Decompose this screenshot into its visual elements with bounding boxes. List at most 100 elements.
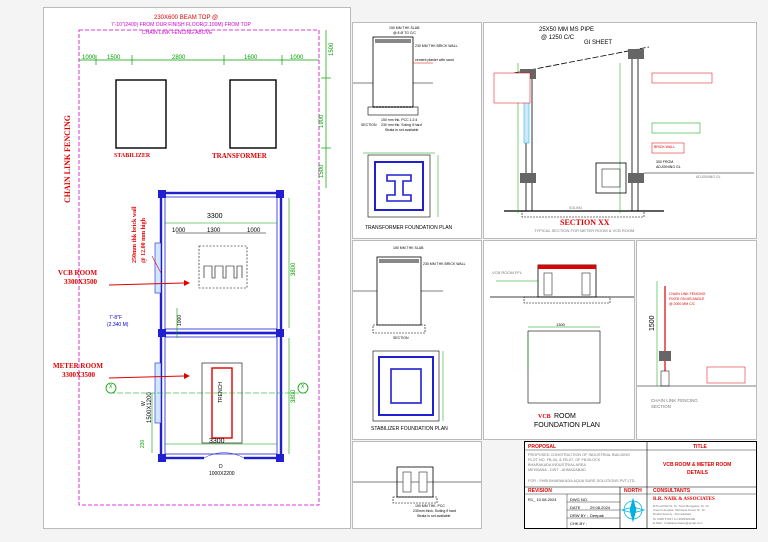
tb-title-2: DETAILS (687, 470, 709, 476)
tf-note-brick: 230 MM THK BRICK WALL (415, 44, 458, 48)
tf-note-pcc: 150 mm thk. PCC 1:2:4 (381, 118, 418, 122)
tf-note-slab: 150 MM THK SLAB (389, 26, 420, 30)
bottom-section-sheet: 150 MM THK. PCC 230mm thick. Soiling if … (352, 441, 482, 529)
fence-note-1: CHAIN LINK FENCING (669, 292, 706, 296)
chain-link-label: CHAIN LINK FENCING (63, 114, 72, 203)
st-note-brick: 230 MM THK BRICK WALL (423, 262, 466, 266)
gi-sheet-label: GI SHEET (584, 40, 613, 46)
dim-top-4: 1600 (244, 55, 258, 61)
st-note-slab: 150 MM THK SLAB (393, 246, 424, 250)
stabilizer-foundation-drawing (353, 256, 444, 422)
dim-1000-side: 1000 (177, 314, 183, 326)
vcb-dim-1300: 1300 (556, 322, 565, 327)
bs-note-1: 150 MM THK. PCC (415, 504, 445, 508)
beam-note-1: 230X600 BEAM TOP @ (154, 15, 219, 21)
trench-outline (201, 362, 243, 444)
tb-proposal-4: MEHSANA - DIST - AHMADABAD (528, 468, 586, 472)
section-mark-right: X (301, 384, 305, 390)
tb-for: FOR : SHRI BHARAKADA AQUA SURE SOLUTIONS… (528, 479, 636, 483)
fencing-section-drawing (637, 281, 756, 387)
tb-firm-addr-1: B-5,LAKSHYA, Nr. Town Bungalow, Nr. Dr. (653, 504, 710, 508)
tf-title: TRANSFORMER FOUNDATION PLAN (365, 225, 453, 231)
tf-note-strata: Strata is not available (385, 128, 419, 132)
level-label-1: 7'-8"F (109, 315, 123, 321)
meter-room-size: 3300X3500 (62, 371, 96, 379)
transformer-foundation-drawing (353, 36, 439, 218)
vcb-room-label: VCB ROOM (58, 269, 98, 277)
door-size: 1000X2200 (209, 471, 235, 477)
tf-note-slab-2: @ 8 Ø TG C/C (393, 31, 416, 35)
vcb-foundation-sheet: VCB ROOM FFL 1300 VCB ROOM FOUNDATION PL… (483, 240, 635, 440)
fence-title-2: SECTION (651, 404, 672, 409)
north-compass (620, 497, 646, 523)
vcb-panel (198, 245, 248, 289)
main-plan-sheet: 230X600 BEAM TOP @ 7'-10"(2400) FROM OUR… (43, 7, 351, 529)
fence-note-3: @ 2000 MM C/C (669, 302, 696, 306)
sx-note-brick: BRICK WALL (654, 145, 676, 149)
tb-proposal-3: BHARAKADA INDUSTRIAL AREA (528, 463, 586, 467)
bs-note-2: 230mm thick. Soiling if hard (413, 509, 456, 513)
section-xx-drawing (493, 46, 754, 218)
sx-note-adj-2: ADJOINING GL (696, 175, 721, 179)
sx-note-adj-1: ADJOINING GL (656, 165, 681, 169)
title-block: PROPOSAL PROPOSED CONSTRUCTION OF INDUST… (524, 441, 757, 529)
vcb-foundation-drawing (490, 264, 634, 404)
beam-note-3: CHAIN LINK FENCING ABOVE (142, 30, 213, 36)
trench-label: TRENCH (218, 382, 224, 403)
transformer-foundation-sheet: 150 MM THK SLAB @ 8 Ø TG C/C 230 MM THK … (352, 22, 482, 239)
dim-1300: 1300 (207, 228, 221, 234)
vcb-title-1: VCB (538, 414, 551, 420)
dim-3800-bot: 3800 (291, 389, 297, 403)
fence-boundary (78, 29, 320, 506)
wall-note-2: @ 12.00 mm high (141, 218, 147, 263)
tb-date-label: DATE (570, 505, 581, 510)
tb-rev-value: R1_ 10.08.2024 (528, 497, 557, 502)
tb-proposal-label: PROPOSAL (528, 444, 557, 450)
stabilizer-block (115, 79, 167, 149)
dim-1000-b: 1000 (247, 228, 261, 234)
vcb-title-3: FOUNDATION PLAN (534, 422, 600, 429)
fencing-section-sheet: 1500 CHAIN LINK FENCING FIXED ON MS ANGL… (636, 240, 757, 440)
sx-note-from: 300 FROM (656, 160, 674, 164)
tb-title-1: VCB ROOM & METER ROOM (663, 462, 732, 468)
section-xx-sheet: 25X50 MM MS PIPE @ 1250 C/C GI SHEET BRI… (483, 22, 757, 239)
vcb-ffl-label: VCB ROOM FFL (492, 270, 523, 275)
tb-proposal-2: PLOT NO. FB-04, & FB-07, OF FB BLOCK (528, 458, 601, 462)
dim-230: 230 (140, 439, 146, 448)
tb-revision-label: REVISION (528, 488, 552, 494)
tb-firm: R.R. NAIK & ASSOCIATES (653, 497, 715, 502)
pipe-note-2: @ 1250 C/C (541, 35, 575, 41)
tb-firm-mail: E-Mail : rrnaikassociates@gmail.com (653, 521, 703, 525)
tb-north-label: NORTH (624, 488, 642, 494)
transformer-label: TRANSFORMER (212, 152, 267, 160)
sx-note-soling: SOLING (569, 206, 583, 210)
dim-top-3: 2800 (172, 55, 186, 61)
stabilizer-foundation-sheet: 150 MM THK SLAB 230 MM THK BRICK WALL SE… (352, 240, 482, 440)
pipe-note-1: 25X50 MM MS PIPE (539, 27, 595, 33)
dim-top-1: 1000 (82, 55, 96, 61)
tb-chk-label: CHK.BY : (570, 521, 588, 526)
main-plan-drawing (78, 29, 331, 506)
tb-consultants-label: CONSULTANTS (653, 488, 691, 494)
level-label-2: (2.340 M) (107, 322, 129, 328)
tb-title-label: TITLE (693, 444, 707, 450)
section-xx-title: SECTION XX (560, 218, 610, 227)
dim-right-1: 1500 (329, 42, 335, 56)
section-xx-subtitle: TYPICAL SECTION FOR METER ROOM & VCB ROO… (534, 228, 635, 233)
tb-proposal-1: PROPOSED CONSTRUCTION OF INDUSTRIAL BUIL… (528, 453, 630, 457)
fence-title-1: CHAIN LINK FENCING (651, 398, 698, 403)
dim-1000-a: 1000 (172, 228, 186, 234)
tb-dwg-label: DWG NO. (570, 497, 588, 502)
stabilizer-label: STABILIZER (114, 153, 151, 159)
bottom-section-drawing (353, 466, 481, 504)
tf-note-soling: 230 mm thk. Soling if hard (381, 123, 422, 127)
vcb-room-size: 3300X3500 (64, 278, 98, 286)
door-label: D (219, 464, 223, 470)
fence-note-2: FIXED ON MS ANGLE (669, 297, 705, 301)
beam-note-2: 7'-10"(2400) FROM OUR FINISH FLOOR(2.100… (111, 22, 251, 28)
vcb-title-2: ROOM (554, 413, 576, 420)
tb-firm-ph: M: 9328 37047 LU 9925922400 (653, 517, 696, 521)
transformer-block (229, 79, 277, 149)
dim-top-5: 1000 (290, 55, 304, 61)
tb-drawn-value: Deepak (590, 513, 604, 518)
